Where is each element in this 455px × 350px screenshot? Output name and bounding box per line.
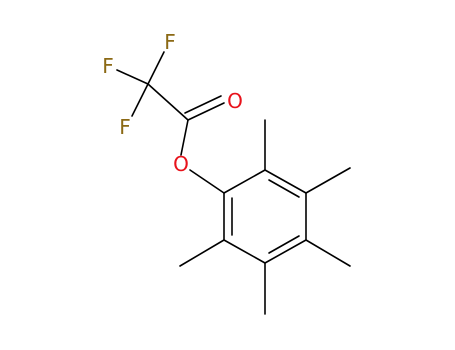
bond-c-c-acyl (147, 83, 189, 121)
bond-c-f-left (116, 69, 149, 85)
atom-label-o-carbonyl: O (227, 89, 243, 113)
methyl-bond-3 (305, 239, 351, 267)
ring-bond-2 (264, 169, 307, 194)
ring-bond-4-inner (268, 235, 300, 254)
ring-bond-4 (264, 239, 307, 264)
ring-bond-2-inner (268, 179, 300, 198)
bond-c-o-double-1 (187, 102, 225, 121)
atom-label-f-left: F (102, 54, 114, 78)
bond-c-o-ester (180, 119, 189, 156)
methyl-bond-2 (305, 167, 351, 194)
bond-c-f-bottom (131, 83, 149, 117)
atom-label-f-bottom: F (119, 115, 131, 139)
atom-label-o-ester: O (173, 152, 189, 176)
bond-o-ring (189, 169, 225, 194)
ring-bond-5 (223, 239, 266, 264)
atom-label-f-top: F (164, 30, 176, 54)
ring-bond-1 (223, 169, 266, 194)
bond-c-o-double-2 (184, 95, 222, 114)
bond-c-f-top (147, 51, 165, 85)
methyl-bond-5 (179, 239, 225, 267)
